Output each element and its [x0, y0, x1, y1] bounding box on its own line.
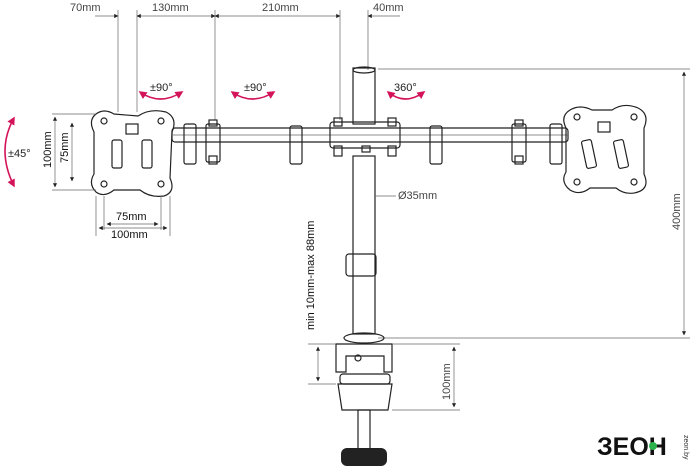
right-vesa-plate — [563, 104, 647, 194]
swivel-arm-label: ±90° — [244, 82, 267, 94]
vesa-vertical-75: 75mm — [59, 132, 71, 163]
logo-dot-icon — [649, 442, 657, 450]
rotation-swivel-plate: ±90° — [138, 82, 184, 100]
left-vesa-plate — [90, 110, 175, 197]
pole-rotation-label: 360° — [394, 82, 417, 94]
swivel-plate-arrow-icon — [138, 91, 184, 100]
rotation-tilt: ±45° — [4, 116, 31, 188]
dim-70mm: 70mm — [70, 2, 101, 14]
dim-400mm: 400mm — [671, 193, 683, 230]
vesa-horizontal-75: 75mm — [116, 211, 147, 223]
dim-210mm: 210mm — [262, 2, 299, 14]
clamp-range-dimension: min 10mm-max 88mm — [305, 221, 336, 385]
dim-130mm: 130mm — [152, 2, 189, 14]
clamp-knob — [341, 448, 387, 466]
pole-rotation-arrow-icon — [386, 90, 426, 100]
clamp-range: min 10mm-max 88mm — [305, 221, 317, 330]
rotation-swivel-arm: ±90° — [230, 82, 276, 100]
clamp-height-dimension: 100mm — [392, 343, 460, 411]
top-dimensions: 70mm 130mm 210mm 40mm — [70, 2, 404, 120]
tilt-label: ±45° — [8, 148, 31, 160]
vesa-horizontal-100: 100mm — [111, 229, 148, 241]
desk-clamp — [335, 332, 393, 466]
tilt-arrow-icon — [4, 116, 15, 188]
rotation-pole: 360° — [386, 82, 426, 100]
pole-diameter: Ø35mm — [398, 190, 437, 202]
left-vesa-dimensions: 100mm 75mm 75mm 100mm — [42, 113, 171, 241]
dim-40mm: 40mm — [373, 2, 404, 14]
height-dimension: 400mm — [378, 68, 690, 339]
brand-logo: ЗЕОН zeon.by — [597, 433, 689, 461]
logo-sub: zeon.by — [682, 435, 689, 460]
clamp-height: 100mm — [441, 363, 453, 400]
vesa-vertical-100: 100mm — [42, 131, 54, 168]
swivel-plate-label: ±90° — [150, 82, 173, 94]
swivel-arm-arrow-icon — [230, 91, 276, 100]
arm-bar — [171, 117, 569, 165]
pole: Ø35mm — [345, 66, 437, 335]
